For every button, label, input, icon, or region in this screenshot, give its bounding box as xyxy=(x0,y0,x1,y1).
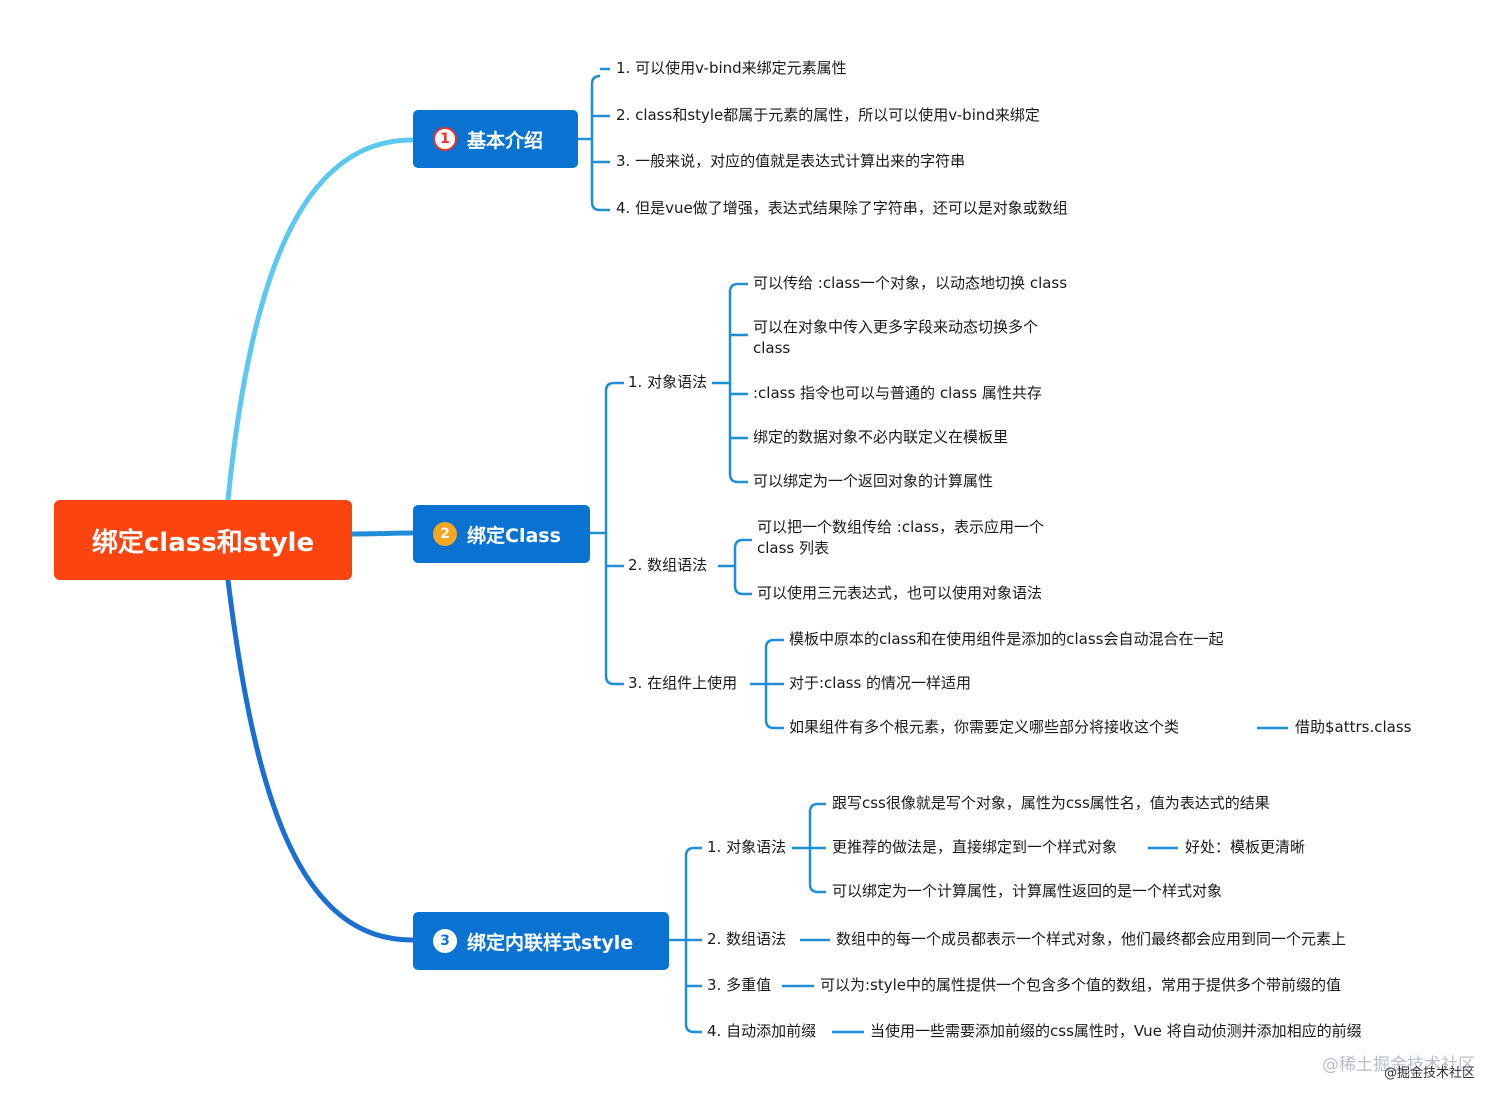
intro-item[interactable]: 4. 但是vue做了增强，表达式结果除了字符串，还可以是对象或数组 xyxy=(616,199,1068,217)
subtopic-auto-prefix[interactable]: 4. 自动添加前缀 xyxy=(707,1022,817,1040)
class-object-item[interactable]: 绑定的数据对象不必内联定义在模板里 xyxy=(753,428,1009,446)
edge-g21-spine xyxy=(712,282,739,484)
topic-label: 绑定内联样式style xyxy=(467,931,634,954)
root-topic[interactable]: 绑定class和style xyxy=(54,500,352,580)
watermark-secondary: @掘金技术社区 xyxy=(1384,1066,1476,1081)
subtopic-component-usage[interactable]: 3. 在组件上使用 xyxy=(628,674,738,692)
number-badge-icon: 1 xyxy=(433,127,457,151)
intro-item[interactable]: 1. 可以使用v-bind来绑定元素属性 xyxy=(616,59,847,77)
class-array-item[interactable]: 可以把一个数组传给 :class，表示应用一个class 列表 xyxy=(757,518,1045,557)
component-usage-item[interactable]: 模板中原本的class和在使用组件是添加的class会自动混合在一起 xyxy=(789,630,1224,648)
style-array-detail[interactable]: 数组中的每一个成员都表示一个样式对象，他们最终都会应用到同一个元素上 xyxy=(836,930,1347,948)
class-object-item[interactable]: 可以绑定为一个返回对象的计算属性 xyxy=(753,472,994,490)
attrs-class-note[interactable]: 借助$attrs.class xyxy=(1295,718,1412,736)
topic-bind-style[interactable]: 3 绑定内联样式style xyxy=(413,912,669,970)
auto-prefix-detail[interactable]: 当使用一些需要添加前缀的css属性时，Vue 将自动侦测并添加相应的前缀 xyxy=(870,1022,1362,1040)
component-usage-item[interactable]: 对于:class 的情况一样适用 xyxy=(789,674,972,692)
component-usage-item[interactable]: 如果组件有多个根元素，你需要定义哪些部分将接收这个类 xyxy=(789,718,1180,736)
class-object-item[interactable]: 可以在对象中传入更多字段来动态切换多个class xyxy=(753,318,1039,357)
number-badge-icon: 3 xyxy=(433,929,457,953)
edge-t2-spine xyxy=(590,381,615,686)
subtopic-style-object-syntax[interactable]: 1. 对象语法 xyxy=(707,838,787,856)
edge-root-topic2 xyxy=(349,530,415,537)
topic-label: 基本介绍 xyxy=(467,129,544,152)
subtopic-multiple-values[interactable]: 3. 多重值 xyxy=(707,976,772,994)
style-object-item[interactable]: 可以绑定为一个计算属性，计算属性返回的是一个样式对象 xyxy=(832,882,1223,900)
topic-label: 绑定Class xyxy=(467,524,561,547)
benefit-note[interactable]: 好处：模板更清晰 xyxy=(1185,838,1306,856)
edge-root-topic1 xyxy=(225,137,415,503)
edge-root-topic3 xyxy=(225,577,415,943)
root-topic-label: 绑定class和style xyxy=(91,527,315,558)
multiple-values-detail[interactable]: 可以为:style中的属性提供一个包含多个值的数组，常用于提供多个带前缀的值 xyxy=(820,976,1342,994)
class-object-item[interactable]: :class 指令也可以与普通的 class 属性共存 xyxy=(753,384,1042,402)
edge-g22-spine xyxy=(718,538,744,596)
style-object-item[interactable]: 跟写css很像就是写个对象，属性为css属性名，值为表达式的结果 xyxy=(832,794,1270,812)
edge-t1-spine xyxy=(578,74,601,212)
subtopic-object-syntax[interactable]: 1. 对象语法 xyxy=(628,373,708,391)
subtopic-array-syntax[interactable]: 2. 数组语法 xyxy=(628,556,708,574)
class-array-item[interactable]: 可以使用三元表达式，也可以使用对象语法 xyxy=(757,584,1043,602)
topic-basic-intro[interactable]: 1 基本介绍 xyxy=(413,110,578,168)
class-object-item[interactable]: 可以传给 :class一个对象，以动态地切换 class xyxy=(753,274,1068,292)
number-badge-icon: 2 xyxy=(433,522,457,546)
style-object-item[interactable]: 更推荐的做法是，直接绑定到一个样式对象 xyxy=(832,838,1118,856)
intro-item[interactable]: 3. 一般来说，对应的值就是表达式计算出来的字符串 xyxy=(616,152,966,170)
intro-item[interactable]: 2. class和style都属于元素的属性，所以可以使用v-bind来绑定 xyxy=(616,106,1040,124)
watermark: @稀土掘金技术社区 xyxy=(1322,1055,1475,1075)
topic-bind-class[interactable]: 2 绑定Class xyxy=(413,505,590,563)
subtopic-style-array-syntax[interactable]: 2. 数组语法 xyxy=(707,930,787,948)
